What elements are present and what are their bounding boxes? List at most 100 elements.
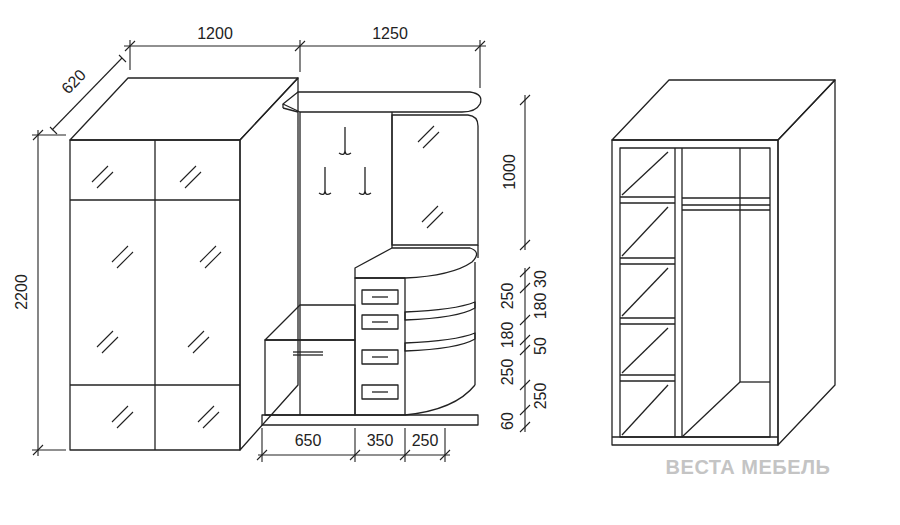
interior-view-part [682, 382, 740, 437]
dimension-label: 1250 [372, 26, 408, 42]
dimension-lines-part [299, 40, 300, 72]
dimension-label: 250 [533, 383, 549, 410]
interior-view-part [681, 148, 682, 437]
wardrobe-part [70, 78, 298, 140]
glass-marks-part [112, 406, 133, 428]
wardrobe-part [70, 140, 240, 450]
interior-view-part [622, 152, 668, 195]
interior-view-part [620, 148, 770, 437]
glass-marks-part [200, 246, 221, 268]
hall-unit-part [392, 115, 478, 245]
dimension-label: 60 [500, 412, 516, 430]
interior-view-part [674, 148, 675, 437]
dimension-label: 50 [533, 337, 549, 355]
glass-marks-part [92, 166, 113, 188]
glass-marks-part [188, 331, 209, 353]
hall-unit-part [372, 321, 388, 322]
hall-unit-part [359, 167, 371, 194]
interior-view-part [682, 204, 770, 205]
hall-unit-part [362, 315, 398, 329]
hall-unit-part [339, 127, 351, 154]
hall-unit-part [299, 112, 300, 415]
hall-unit-part [265, 305, 355, 340]
dimension-label: 1000 [502, 154, 518, 190]
interior-view-part [778, 80, 835, 445]
hall-unit-part [372, 296, 388, 297]
hall-unit-part [405, 333, 475, 351]
dimension-lines-part [404, 428, 405, 462]
hall-unit-part [372, 356, 388, 357]
hall-unit-part [283, 108, 298, 112]
watermark: ВЕСТА МЕБЕЛЬ [666, 457, 831, 477]
dimension-lines-part [261, 428, 262, 462]
interior-view-part [620, 374, 675, 375]
wardrobe-part [240, 78, 298, 450]
wardrobe-part [154, 140, 155, 450]
hall-unit-part [477, 245, 478, 258]
dimension-lines-part [257, 450, 450, 460]
interior-view-part [682, 197, 770, 198]
interior-view-part [620, 202, 675, 203]
glass-marks-part [422, 206, 443, 228]
dimension-lines-part [125, 41, 485, 51]
dimension-lines-part [520, 267, 530, 432]
interior-view-part [620, 263, 675, 264]
dimension-label: 650 [295, 433, 322, 449]
dimension-label: 350 [367, 433, 394, 449]
interior-view-part [612, 80, 835, 140]
dimension-lines-part [479, 40, 480, 88]
dimension-lines-part [520, 95, 530, 250]
hall-unit-part [362, 290, 398, 304]
glass-marks-part [418, 126, 439, 148]
hall-unit-part [282, 104, 283, 108]
wardrobe-part [70, 384, 240, 385]
dimension-label: 2200 [14, 274, 30, 310]
dimension-lines-part [50, 55, 126, 134]
dimension-lines-part [354, 428, 355, 462]
interior-view-part [622, 268, 668, 316]
interior-view-part [740, 381, 770, 382]
dimension-lines-part [52, 58, 122, 130]
interior-view-part [620, 257, 675, 258]
dimension-label: 30 [533, 270, 549, 288]
dimension-lines-part [129, 40, 130, 70]
interior-view-part [612, 140, 778, 445]
dimension-label: 180 [533, 293, 549, 320]
hall-unit-part [362, 350, 398, 364]
interior-view-part [620, 380, 675, 381]
hall-unit-part [319, 167, 331, 194]
interior-view-part [682, 209, 770, 210]
dimension-lines-part [444, 428, 445, 462]
interior-view-part [620, 323, 675, 324]
dimension-label: 180 [500, 322, 516, 349]
hall-unit-part [293, 351, 323, 352]
hall-unit-part [355, 278, 405, 415]
dimension-label: 250 [412, 433, 439, 449]
glass-marks-part [180, 166, 201, 188]
dimension-lines-part [124, 45, 486, 46]
glass-marks-part [112, 246, 133, 268]
hall-unit-part [474, 262, 475, 385]
dimension-label: 250 [500, 359, 516, 386]
hall-unit-part [405, 302, 475, 320]
interior-view-part [622, 207, 668, 256]
hall-unit-part [355, 248, 477, 278]
interior-view-part [622, 328, 668, 373]
hall-unit-part [362, 385, 398, 399]
hall-unit-part [405, 385, 475, 415]
wardrobe [70, 78, 298, 450]
interior-view-part [622, 385, 668, 435]
interior-view-part [612, 436, 778, 437]
glass-marks [92, 126, 443, 428]
hall-unit-part [262, 415, 478, 425]
dimension-lines-part [524, 95, 525, 250]
dimension-lines-part [37, 130, 38, 456]
hall-unit [262, 92, 481, 425]
hall-unit-part [372, 391, 388, 392]
dimension-lines [32, 40, 530, 462]
glass-marks-part [97, 331, 118, 353]
dimension-label: 1200 [197, 26, 233, 42]
